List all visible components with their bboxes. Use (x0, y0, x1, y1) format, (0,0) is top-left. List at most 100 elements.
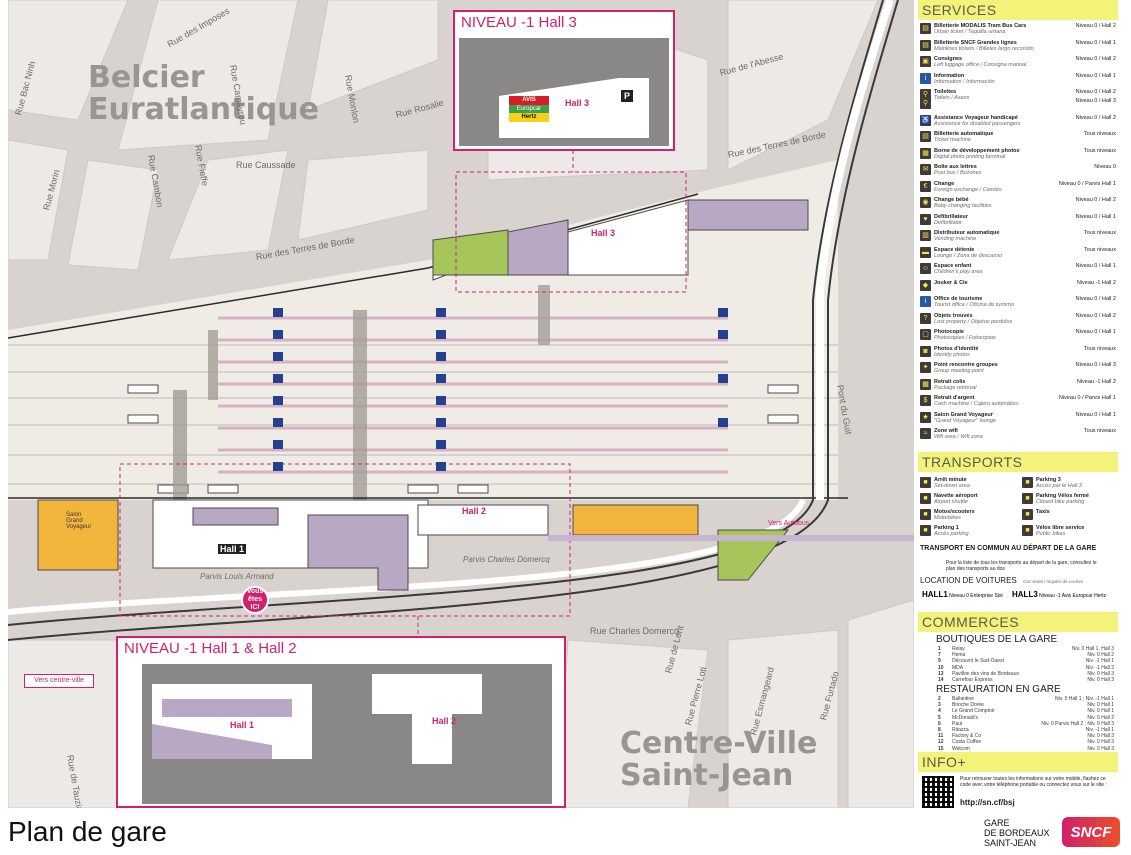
car-rental-level: Niveau 0 (949, 593, 969, 599)
item-name: Découvrir le Sud-Ouest (952, 658, 1004, 665)
transport-name: Navette aéroport (934, 493, 978, 499)
restauration-heading: RESTAURATION EN GARE (936, 684, 1061, 695)
vending-icon: ▥ (920, 230, 931, 241)
station-map[interactable]: Belcier Euratlantique Centre-Ville Saint… (8, 0, 914, 808)
service-level: Tous niveaux (1083, 230, 1116, 236)
service-level: Niveau 0 / Hall 1 (1075, 263, 1116, 269)
transport-icon: ■ (1022, 525, 1033, 536)
service-name: Billetterie MODALIS Tram Bus Cars (934, 23, 1027, 29)
item-name: Ballantine (952, 696, 974, 702)
list-item: 2 Ballantine Niv. 0 Hall 1 ; Niv. -1 Hall … (920, 696, 1116, 702)
item-number: 2 (938, 696, 941, 702)
item-level: Niv. 0 Hall 3 (1087, 670, 1114, 677)
item-number: 11 (938, 733, 944, 740)
item-name: Costa Coffee (952, 739, 982, 746)
map-graphics (8, 0, 914, 808)
car-rental-name: Europcar (1072, 593, 1093, 599)
inset-hall3[interactable]: NIVEAU -1 Hall 3 AVIS Europcar Hertz Hal… (453, 10, 675, 151)
service-name: Espace détente (934, 246, 975, 253)
rental-avis[interactable]: AVIS (509, 96, 549, 105)
service-name: Toilettes (934, 89, 957, 95)
transport-subtitle: Accès par le Hall 3 (1036, 483, 1082, 489)
lost-icon: ? (920, 312, 931, 324)
wifi-icon: ≈ (920, 428, 931, 439)
item-level: Niv. 0 Hall 3 (1087, 745, 1114, 752)
transport-icon: ■ (920, 493, 931, 504)
car-rental-hall: HALL3 (1012, 590, 1038, 599)
hall-label: Hall 3 (565, 98, 590, 108)
service-subtitle: Baby changing facilities (934, 203, 992, 209)
service-level: Tous niveaux (1083, 345, 1116, 352)
car-rental-heading: LOCATION DE VOITURES Car rental / Alquil… (920, 576, 1083, 585)
item-number: 14 (938, 677, 944, 683)
service-name: Retrait colis (934, 378, 966, 385)
service-subtitle: Lost property / Objetos perdidos (934, 318, 1013, 325)
rental-europcar[interactable]: Europcar (509, 105, 549, 113)
item-number: 6 (938, 720, 941, 727)
item-name: Welcom (952, 745, 970, 752)
item-name: Carrefour Express (952, 677, 993, 683)
car-rental-name: Hertz (1094, 593, 1107, 599)
rental-hertz[interactable]: Hertz (509, 113, 549, 122)
item-name: Hema (952, 652, 966, 659)
item-level: Niv. -1 Hall 2 (1085, 664, 1114, 671)
service-name: Assistance Voyageur handicapé (934, 114, 1018, 121)
service-subtitle: Foreign exchange / Cambio (934, 186, 1002, 193)
inset-map-area: Hall 1 Hall 2 (142, 664, 552, 804)
service-name: Zone wifi (934, 428, 958, 434)
vers-centre-ville-sign[interactable]: Vers centre-ville (24, 674, 94, 688)
brand-label: SNCF (1070, 823, 1112, 841)
transport-common-heading: TRANSPORT EN COMMUN AU DÉPART DE LA GARE (920, 545, 1097, 552)
service-level: Niveau 0 / Hall 2 (1075, 23, 1116, 29)
service-subtitle: Wifi area / Wifi zona (934, 434, 983, 440)
district-line: Euratlantique (88, 92, 319, 127)
service-level: Niveau 0 / Hall 2 (1075, 296, 1116, 302)
service-level: Niveau 0 / Hall 2 (1075, 56, 1116, 62)
inset-hall12[interactable]: NIVEAU -1 Hall 1 & Hall 2 Hall 1 Hall 2 (116, 636, 566, 808)
service-level: Niveau 0 / Hall 3 (1075, 98, 1116, 104)
item-level: Niv. 0 Hall 3 (1087, 677, 1114, 683)
cash-icon: $ (920, 395, 931, 406)
service-level: Niveau 0 / Hall 1 (1075, 411, 1116, 418)
car-rental-name: Sixt (994, 593, 1003, 599)
exchange-icon: € (920, 180, 931, 192)
shop-icon: ◆ (920, 279, 931, 291)
rental-label: Hertz (521, 114, 537, 120)
kiosk-icon: ▦ (920, 147, 931, 159)
qr-code[interactable] (922, 776, 954, 808)
item-level: Niv. -1 Hall 1 (1085, 658, 1114, 665)
item-number: 8 (938, 727, 941, 733)
rental-label: AVIS (522, 97, 536, 103)
service-name: Billetterie SNCF Grandes lignes (934, 39, 1017, 46)
car-rental-level: Niveau -1 (1039, 593, 1061, 599)
service-subtitle: Children's play area (934, 269, 983, 275)
page-title: Plan de gare (8, 816, 167, 847)
salon-label: Salon Grand Voyageur (66, 512, 92, 530)
info-url[interactable]: http://sn.cf/bsj (960, 798, 1015, 807)
service-name: Office de tourisme (934, 296, 983, 302)
station-name-line: GARE (984, 818, 1010, 828)
item-name: Le Grand Comptoir (952, 708, 995, 715)
boutiques-heading: BOUTIQUES DE LA GARE (936, 634, 1058, 645)
inset-title: NIVEAU -1 Hall 3 (461, 14, 577, 31)
item-level: Niv. 0 Hall 1 ; Niv. -1 Hall 1 (1055, 696, 1114, 702)
ticket-icon: ▤ (920, 39, 931, 51)
